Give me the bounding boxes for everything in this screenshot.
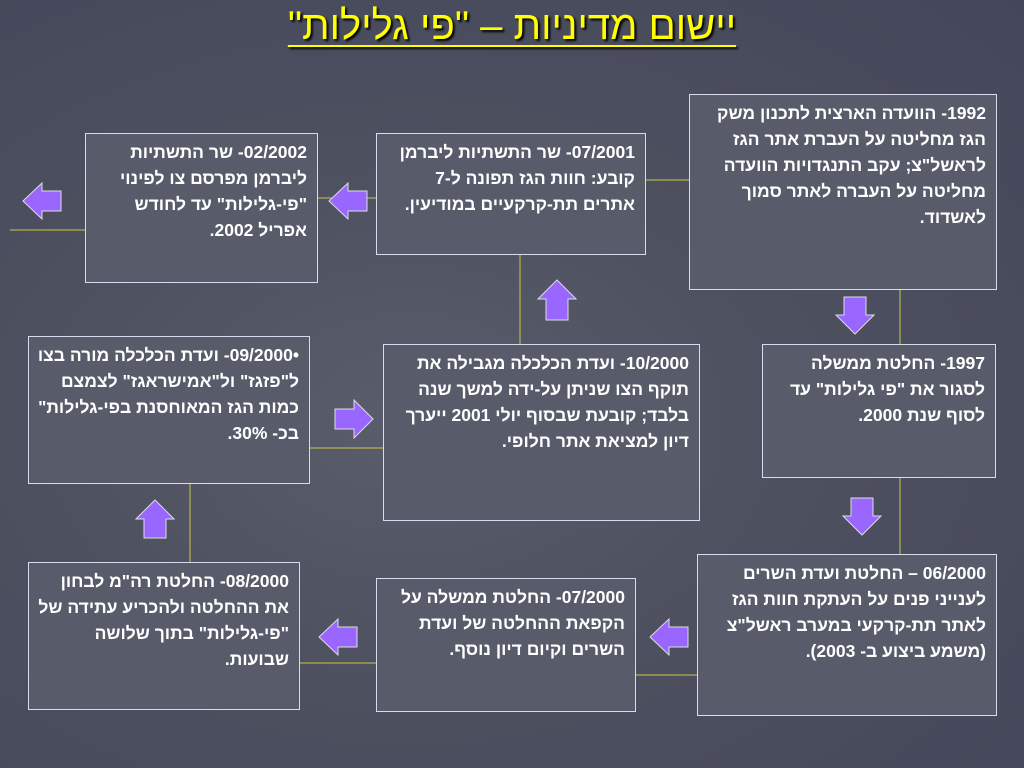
event-box-072000: 07/2000- החלטת ממשלה על הקפאת ההחלטה של …: [376, 578, 636, 712]
event-box-1992: 1992- הוועדה הארצית לתכנון משק הגז מחליט…: [689, 94, 997, 290]
arrow-down-icon: [835, 296, 875, 335]
event-box-092000: •09/2000- ועדת הכלכלה מורה בצו ל"פזגז" ו…: [28, 336, 310, 484]
event-box-072001: 07/2001- שר התשתיות ליברמן קובע: חוות הג…: [376, 133, 646, 255]
event-box-022002: 02/2002- שר התשתיות ליברמן מפרסם צו לפינ…: [85, 133, 318, 283]
arrow-down-icon: [842, 497, 882, 536]
event-box-062000: 06/2000 – החלטת ועדת השרים לענייני פנים …: [697, 554, 997, 716]
event-box-1997: 1997- החלטת ממשלה לסגור את "פי גלילות" ע…: [762, 344, 996, 478]
event-box-082000: 08/2000- החלטת רה"מ לבחון את ההחלטה ולהכ…: [28, 562, 300, 710]
event-box-102000: 10/2000- ועדת הכלכלה מגבילה את תוקף הצו …: [383, 344, 700, 521]
slide-title: יישום מדיניות – "פי גלילות": [287, 4, 737, 48]
arrow-left-icon: [328, 182, 368, 220]
arrow-left-icon: [318, 618, 358, 656]
arrow-left-icon: [649, 618, 689, 656]
arrow-up-icon: [135, 499, 175, 539]
arrow-left-icon: [22, 182, 62, 220]
arrow-up-icon: [537, 279, 577, 321]
arrow-right-icon: [334, 399, 374, 439]
